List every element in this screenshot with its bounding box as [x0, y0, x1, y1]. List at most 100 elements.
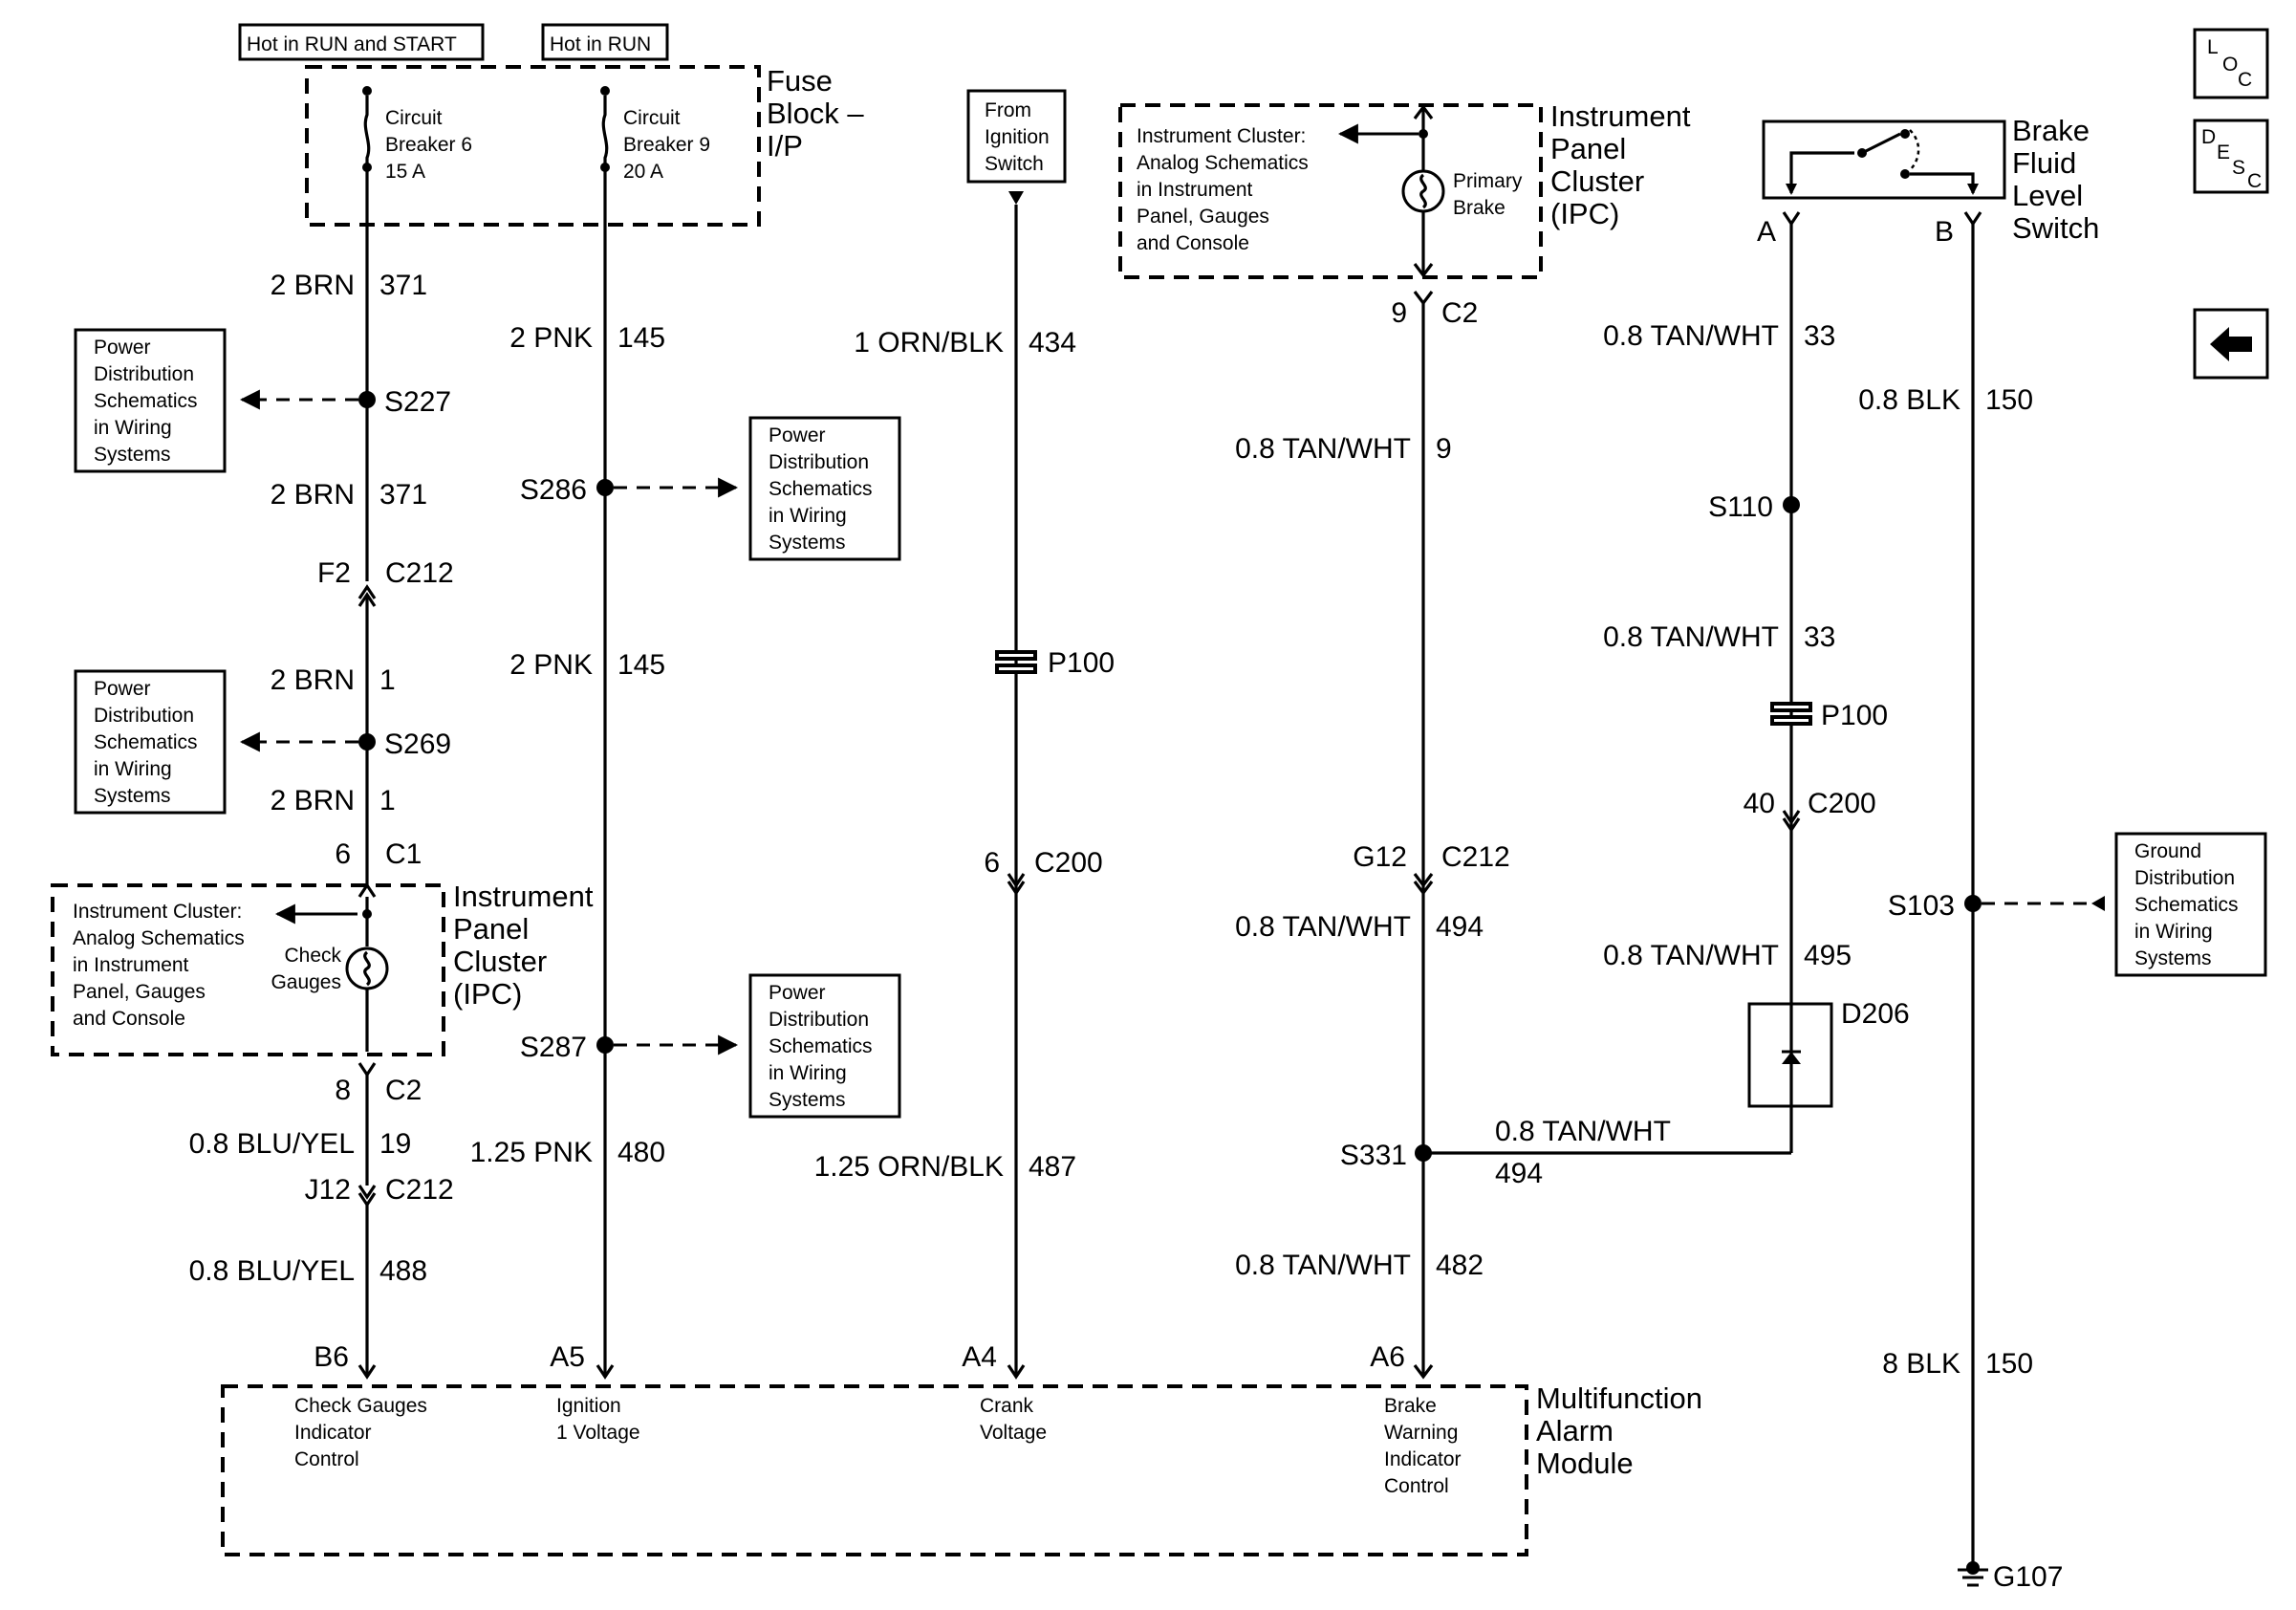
svg-text:Schematics: Schematics [94, 390, 198, 412]
svg-text:0.8 TAN/WHT: 0.8 TAN/WHT [1603, 940, 1779, 971]
svg-text:Brake: Brake [1384, 1395, 1437, 1417]
svg-text:494: 494 [1436, 911, 1484, 943]
svg-text:S110: S110 [1708, 491, 1773, 523]
svg-text:150: 150 [1985, 384, 2033, 416]
svg-text:Analog Schematics: Analog Schematics [73, 927, 245, 949]
ground-distribution-box: Ground Distribution Schematics in Wiring… [2114, 832, 2267, 977]
svg-text:S287: S287 [520, 1032, 587, 1063]
svg-text:1: 1 [379, 664, 396, 696]
svg-text:in Instrument: in Instrument [1137, 179, 1253, 201]
svg-text:Brake: Brake [1453, 197, 1505, 219]
svg-text:P100: P100 [1048, 647, 1115, 679]
svg-text:Ground: Ground [2134, 840, 2201, 862]
svg-text:Check Gauges: Check Gauges [294, 1395, 427, 1417]
circuit-column-brake-switch-a: 0.8 TAN/WHT 33 S110 0.8 TAN/WHT 33 P100 … [1603, 211, 1910, 1153]
svg-text:20 A: 20 A [623, 161, 663, 183]
svg-text:2 BRN: 2 BRN [271, 479, 355, 511]
svg-text:2 BRN: 2 BRN [271, 664, 355, 696]
svg-text:C1: C1 [385, 838, 422, 870]
circuit-breaker-6: Circuit Breaker 6 15 A [362, 86, 472, 183]
desc-icon[interactable]: D E S C [2193, 119, 2269, 194]
svg-text:S227: S227 [384, 386, 451, 418]
svg-text:Voltage: Voltage [980, 1422, 1047, 1444]
svg-text:Multifunction: Multifunction [1536, 1382, 1702, 1415]
svg-text:2 PNK: 2 PNK [509, 649, 593, 681]
svg-text:Switch: Switch [2012, 211, 2099, 245]
svg-text:G107: G107 [1993, 1561, 2063, 1593]
hot-in-run-label: Hot in RUN [541, 23, 669, 61]
back-arrow-icon[interactable] [2193, 308, 2269, 380]
svg-text:Panel: Panel [453, 912, 529, 946]
brake-fluid-level-switch: Brake Fluid Level Switch A B [1757, 114, 2099, 248]
svg-text:494: 494 [1495, 1158, 1543, 1189]
circuit-column-ignition: 2 PNK 145 S286 2 PNK 145 S287 1.25 PNK 4… [470, 167, 739, 1380]
svg-text:15 A: 15 A [385, 161, 425, 183]
svg-text:1.25 PNK: 1.25 PNK [470, 1137, 593, 1168]
svg-text:145: 145 [617, 649, 665, 681]
svg-text:G12: G12 [1353, 841, 1407, 873]
splice-s110 [1783, 496, 1800, 513]
svg-text:in Wiring: in Wiring [2134, 921, 2213, 943]
svg-text:and Console: and Console [73, 1008, 185, 1030]
svg-text:Circuit: Circuit [623, 107, 681, 129]
svg-text:482: 482 [1436, 1250, 1484, 1281]
svg-text:Distribution: Distribution [94, 363, 194, 385]
svg-text:D206: D206 [1841, 998, 1910, 1030]
svg-text:371: 371 [379, 270, 427, 301]
svg-text:0.8 TAN/WHT: 0.8 TAN/WHT [1235, 1250, 1411, 1281]
svg-text:150: 150 [1985, 1348, 2033, 1380]
svg-text:0.8 TAN/WHT: 0.8 TAN/WHT [1603, 320, 1779, 352]
connector-c1 [357, 882, 377, 898]
splice-s287 [596, 1036, 614, 1054]
svg-text:Fuse: Fuse [767, 64, 833, 98]
svg-text:371: 371 [379, 479, 427, 511]
splice-s269 [358, 733, 376, 751]
svg-text:Ignition: Ignition [985, 126, 1050, 148]
splice-s227 [358, 391, 376, 408]
svg-text:(IPC): (IPC) [453, 977, 522, 1011]
svg-text:Instrument: Instrument [453, 880, 594, 913]
power-distribution-box-3: Power Distribution Schematics in Wiring … [748, 416, 901, 561]
svg-text:Distribution: Distribution [769, 1009, 869, 1031]
svg-text:1: 1 [379, 785, 396, 816]
svg-text:Analog Schematics: Analog Schematics [1137, 152, 1309, 174]
svg-text:9: 9 [1391, 297, 1407, 329]
svg-text:Cluster: Cluster [1550, 164, 1644, 198]
svg-text:480: 480 [617, 1137, 665, 1168]
svg-text:Systems: Systems [94, 444, 171, 466]
svg-text:1 Voltage: 1 Voltage [556, 1422, 640, 1444]
svg-text:0.8 TAN/WHT: 0.8 TAN/WHT [1235, 911, 1411, 943]
svg-text:Systems: Systems [769, 1089, 846, 1111]
svg-text:33: 33 [1804, 320, 1835, 352]
svg-text:Control: Control [1384, 1475, 1449, 1497]
svg-text:in Wiring: in Wiring [769, 505, 847, 527]
loc-icon[interactable]: L O C [2193, 28, 2269, 99]
svg-text:33: 33 [1804, 621, 1835, 653]
svg-text:Fluid: Fluid [2012, 146, 2076, 180]
svg-text:and Console: and Console [1137, 232, 1249, 254]
svg-text:Module: Module [1536, 1447, 1634, 1480]
svg-text:B6: B6 [314, 1341, 349, 1373]
power-distribution-box-2: Power Distribution Schematics in Wiring … [74, 669, 227, 815]
svg-text:Brake: Brake [2012, 114, 2090, 147]
svg-text:in Wiring: in Wiring [94, 758, 172, 780]
svg-text:0.8 TAN/WHT: 0.8 TAN/WHT [1235, 433, 1411, 465]
svg-text:Power: Power [94, 678, 151, 700]
svg-text:C: C [2238, 69, 2252, 91]
fuse-block: Fuse Block – I/P [305, 64, 864, 227]
svg-text:S269: S269 [384, 729, 451, 760]
svg-text:Panel, Gauges: Panel, Gauges [73, 981, 206, 1003]
multifunction-alarm-module: Multifunction Alarm Module B6 Check Gaug… [221, 1341, 1702, 1556]
svg-text:Block –: Block – [767, 97, 864, 130]
svg-text:6: 6 [984, 847, 1000, 879]
svg-text:2 BRN: 2 BRN [271, 270, 355, 301]
svg-text:Power: Power [769, 982, 826, 1004]
svg-text:B: B [1935, 216, 1954, 248]
svg-text:L: L [2207, 36, 2219, 58]
svg-text:2 PNK: 2 PNK [509, 322, 593, 354]
svg-text:40: 40 [1744, 788, 1775, 819]
svg-text:S286: S286 [520, 474, 587, 506]
svg-text:Distribution: Distribution [94, 705, 194, 727]
svg-text:9: 9 [1436, 433, 1452, 465]
